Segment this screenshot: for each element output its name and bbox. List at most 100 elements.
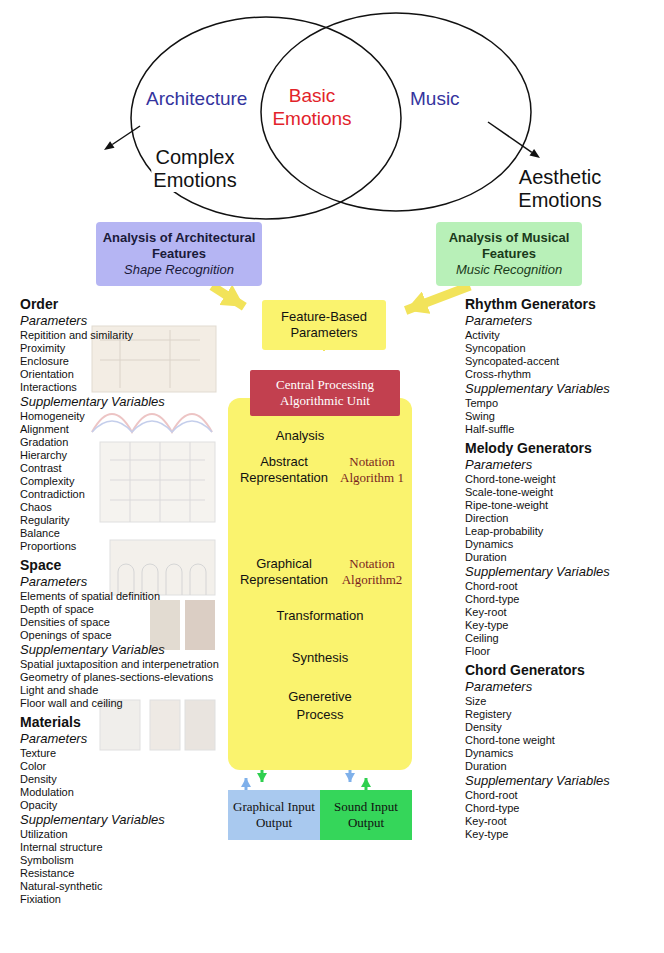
feature-item: Color <box>20 760 226 773</box>
node-text: Graphical Input Output <box>231 799 317 831</box>
subgroup-heading: Parameters <box>20 313 226 329</box>
subgroup-heading: Parameters <box>465 313 657 329</box>
io-box: Sound Input Output <box>320 790 412 840</box>
flow-arrow <box>245 778 248 790</box>
node-text: Notation Algorithm 1 <box>336 454 408 486</box>
feature-item: Utilization <box>20 828 226 841</box>
feature-item: Activity <box>465 329 657 342</box>
feature-item: Ceiling <box>465 632 657 645</box>
node-text: Graphical Representation <box>236 556 332 588</box>
arcade-image <box>110 540 215 595</box>
flow-arrow <box>323 350 325 351</box>
elevation-lines <box>110 442 205 522</box>
group-heading: Order <box>20 296 226 313</box>
faded-illustration <box>92 326 216 750</box>
flow-arrow <box>365 778 368 790</box>
algorithm-panel: AnalysisAbstract RepresentationNotation … <box>228 398 412 770</box>
feature-item: Chaos <box>20 501 226 514</box>
arrow-head <box>530 149 541 158</box>
feature-item: Syncopated-accent <box>465 355 657 368</box>
feature-item: Resistance <box>20 867 226 880</box>
feature-item: Modulation <box>20 786 226 799</box>
node-text: Generetive Process <box>268 688 372 724</box>
feature-item: Density <box>465 721 657 734</box>
feature-item: Interactions <box>20 381 226 394</box>
feature-item: Swing <box>465 410 657 423</box>
group-heading: Rhythm Generators <box>465 296 657 313</box>
ellipse-outline <box>261 13 531 211</box>
subgroup-heading: Parameters <box>465 679 657 695</box>
feature-item: Enclosure <box>20 355 226 368</box>
feature-item: Dynamics <box>465 538 657 551</box>
emotion-arrow <box>112 126 140 145</box>
subgroup-heading: Supplementary Variables <box>20 812 226 828</box>
feature-item: Homogeneity <box>20 410 226 423</box>
feature-item: Key-type <box>465 828 657 841</box>
feature-item: Balance <box>20 527 226 540</box>
group-heading: Melody Generators <box>465 440 657 457</box>
feature-item: Symbolism <box>20 854 226 867</box>
feature-item: Orientation <box>20 368 226 381</box>
feature-item: Tempo <box>465 397 657 410</box>
feature-item: Geometry of planes-sections-elevations <box>20 671 226 684</box>
ellipse-outline <box>131 17 401 219</box>
node-text: Synthesis <box>258 650 382 666</box>
feature-item: Key-type <box>465 619 657 632</box>
group-heading: Chord Generators <box>465 662 657 679</box>
subgroup-heading: Supplementary Variables <box>20 642 226 658</box>
feature-column: Rhythm GeneratorsParametersActivitySynco… <box>465 296 657 841</box>
feature-item: Complexity <box>20 475 226 488</box>
feature-item: Leap-probability <box>465 525 657 538</box>
feature-item: Syncopation <box>465 342 657 355</box>
feature-item: Regularity <box>20 514 226 527</box>
material-sample <box>150 700 180 750</box>
analysis-box: Analysis of Architectural FeaturesShape … <box>96 222 262 286</box>
feature-item: Texture <box>20 747 226 760</box>
node-text: Central Processing Algorithmic Unit <box>258 377 392 409</box>
feature-item: Hierarchy <box>20 449 226 462</box>
feature-item: Elements of spatial definition <box>20 590 226 603</box>
group-heading: Materials <box>20 714 226 731</box>
node-text: Abstract Representation <box>236 454 332 486</box>
emotion-label: Aesthetic Emotions <box>516 166 603 212</box>
emotion-label: Basic Emotions <box>270 84 353 130</box>
feature-item: Light and shade <box>20 684 226 697</box>
feature-item: Floor wall and ceiling <box>20 697 226 710</box>
feature-item: Chord-tone-weight <box>465 473 657 486</box>
node-text: Analysis of Architectural Features <box>102 230 256 262</box>
feature-item: Direction <box>465 512 657 525</box>
feature-item: Duration <box>465 760 657 773</box>
node-text: Notation Algorithm2 <box>336 556 408 588</box>
group-heading: Space <box>20 557 226 574</box>
feature-item: Density <box>20 773 226 786</box>
emotion-arrow <box>488 122 532 152</box>
node-text: Music Recognition <box>456 262 562 278</box>
emotion-label: Complex Emotions <box>151 146 238 192</box>
feature-item: Chord-type <box>465 593 657 606</box>
subgroup-heading: Parameters <box>20 731 226 747</box>
flow-arrow <box>406 286 470 311</box>
feature-item: Fixiation <box>20 893 226 906</box>
analysis-box: Analysis of Musical FeaturesMusic Recogn… <box>436 222 582 286</box>
feature-item: Contrast <box>20 462 226 475</box>
flow-arrow <box>212 286 244 307</box>
feature-item: Proportions <box>20 540 226 553</box>
subgroup-heading: Parameters <box>465 457 657 473</box>
feature-item: Duration <box>465 551 657 564</box>
feature-item: Spatial juxtaposition and interpenetrati… <box>20 658 226 671</box>
feature-item: Size <box>465 695 657 708</box>
material-sample <box>185 700 215 750</box>
wave-sketch <box>92 421 212 432</box>
flow-arrow <box>261 770 264 782</box>
feature-item: Chord-root <box>465 580 657 593</box>
subgroup-heading: Supplementary Variables <box>465 381 657 397</box>
elevation-image <box>100 442 215 522</box>
feature-item: Densities of space <box>20 616 226 629</box>
feature-item: Repitition and similarity <box>20 329 226 342</box>
feature-item: Floor <box>465 645 657 658</box>
feature-item: Dynamics <box>465 747 657 760</box>
feature-item: Opacity <box>20 799 226 812</box>
feature-item: Ripe-tone-weight <box>465 499 657 512</box>
node-text: Feature-Based Parameters <box>268 309 380 341</box>
